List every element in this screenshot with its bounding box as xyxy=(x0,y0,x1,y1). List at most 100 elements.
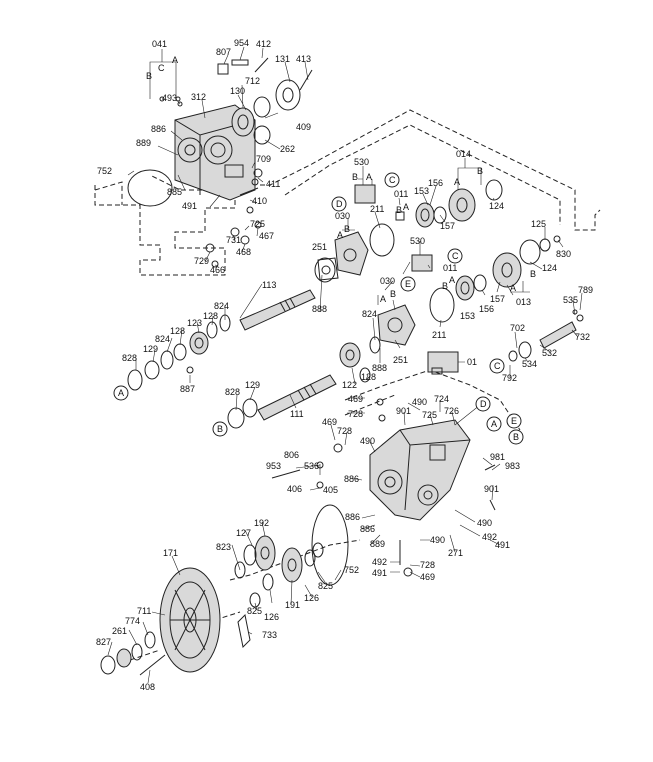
label-251: 251 xyxy=(393,355,408,365)
shaft-532 xyxy=(508,309,584,362)
label-953: 953 xyxy=(266,461,281,471)
label-B: B xyxy=(477,166,483,176)
label-887: 887 xyxy=(180,384,195,394)
label-A: A xyxy=(172,55,178,65)
label-983: 983 xyxy=(505,461,520,471)
label-413: 413 xyxy=(296,54,311,64)
label-491: 491 xyxy=(495,540,510,550)
label-124: 124 xyxy=(542,263,557,273)
label-C: C xyxy=(158,63,165,73)
label-B: B xyxy=(513,432,519,442)
label-409: 409 xyxy=(296,122,311,132)
lower-connector-dashed xyxy=(344,369,521,431)
label-889: 889 xyxy=(136,138,151,148)
label-709: 709 xyxy=(256,154,271,164)
label-211: 211 xyxy=(370,204,384,214)
label-D: D xyxy=(480,399,487,409)
label-130: 130 xyxy=(230,86,245,96)
gear-washers xyxy=(234,542,324,608)
label-410: 410 xyxy=(252,196,267,206)
label-530: 530 xyxy=(410,236,425,246)
label-468: 468 xyxy=(236,247,251,257)
label-01: 01 xyxy=(467,357,477,367)
label-262: 262 xyxy=(280,144,295,154)
label-156: 156 xyxy=(479,304,494,314)
label-729: 729 xyxy=(194,256,209,266)
label-807: 807 xyxy=(216,47,231,57)
label-901: 901 xyxy=(396,406,411,416)
label-889: 889 xyxy=(370,539,385,549)
label-C: C xyxy=(452,251,459,261)
label-492: 492 xyxy=(482,532,497,542)
label-789: 789 xyxy=(578,285,593,295)
label-030: 030 xyxy=(380,276,395,286)
label-A: A xyxy=(118,388,124,398)
cover-171 xyxy=(159,567,221,673)
label-886: 886 xyxy=(360,524,375,534)
label-113: 113 xyxy=(262,280,276,290)
label-954: 954 xyxy=(234,38,249,48)
label-128: 128 xyxy=(361,372,376,382)
label-886: 886 xyxy=(345,512,360,522)
label-490: 490 xyxy=(430,535,445,545)
label-111: 111 xyxy=(290,409,304,419)
label-041: 041 xyxy=(152,39,167,49)
port-block-upper xyxy=(317,184,395,281)
label-469: 469 xyxy=(420,572,435,582)
label-731: 731 xyxy=(226,235,241,245)
label-493: 493 xyxy=(162,93,177,103)
gasket-752 xyxy=(311,504,349,586)
label-725: 725 xyxy=(250,219,265,229)
label-E: E xyxy=(511,416,517,426)
label-A: A xyxy=(380,294,386,304)
label-490: 490 xyxy=(412,397,427,407)
label-126: 126 xyxy=(264,612,279,622)
label-A: A xyxy=(366,172,372,182)
label-728: 728 xyxy=(337,426,352,436)
label-824: 824 xyxy=(362,309,377,319)
label-733: 733 xyxy=(262,630,277,640)
label-127: 127 xyxy=(236,528,251,538)
label-491: 491 xyxy=(182,201,197,211)
label-157: 157 xyxy=(440,221,455,231)
cylinder-block xyxy=(231,107,255,137)
label-532: 532 xyxy=(542,348,557,358)
label-128: 128 xyxy=(170,326,185,336)
label-191: 191 xyxy=(285,600,300,610)
swash-plate xyxy=(253,79,301,145)
label-467: 467 xyxy=(259,231,274,241)
label-824: 824 xyxy=(155,334,170,344)
label-725: 725 xyxy=(422,410,437,420)
label-711: 711 xyxy=(137,606,151,616)
label-B: B xyxy=(352,172,358,182)
label-828: 828 xyxy=(122,353,137,363)
label-536: 536 xyxy=(304,461,319,471)
label-129: 129 xyxy=(143,344,158,354)
flange-251 xyxy=(314,257,336,283)
label-774: 774 xyxy=(125,616,140,626)
label-128: 128 xyxy=(203,311,218,321)
bearings-left xyxy=(127,314,231,391)
connector-dashed-line-2 xyxy=(284,124,561,225)
label-492: 492 xyxy=(372,557,387,567)
label-530: 530 xyxy=(354,157,369,167)
gear-case-housing xyxy=(271,398,496,577)
label-122: 122 xyxy=(342,380,357,390)
label-828: 828 xyxy=(225,387,240,397)
label-A: A xyxy=(403,202,409,212)
label-825: 825 xyxy=(318,581,333,591)
label-726: 726 xyxy=(444,406,459,416)
label-153: 153 xyxy=(414,186,429,196)
label-A: A xyxy=(454,177,460,187)
label-490: 490 xyxy=(360,436,375,446)
label-B: B xyxy=(442,281,448,291)
label-728: 728 xyxy=(348,409,363,419)
label-E: E xyxy=(405,279,411,289)
label-B: B xyxy=(146,71,152,81)
label-B: B xyxy=(390,289,396,299)
label-405: 405 xyxy=(323,485,338,495)
gear-191 xyxy=(281,547,303,583)
label-830: 830 xyxy=(556,249,571,259)
label-C: C xyxy=(389,175,396,185)
label-192: 192 xyxy=(254,518,269,528)
